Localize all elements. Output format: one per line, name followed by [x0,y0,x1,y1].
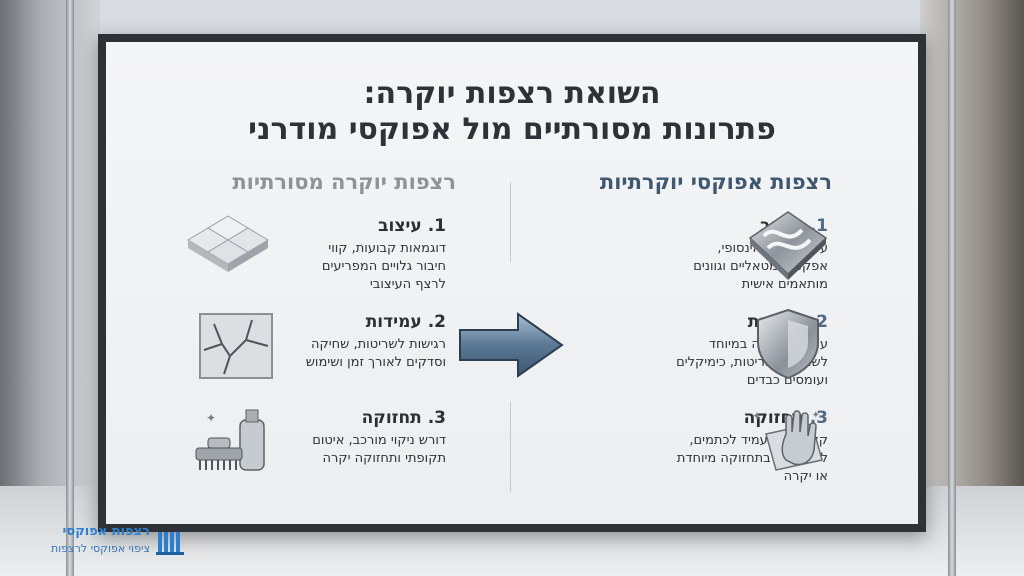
title-line-1: השואת רצפות יוקרה: [363,76,661,111]
item-description: רגישות לשריטות, שחיקה וסדקים לאורך זמן ו… [305,337,446,370]
item-title: עמידות [365,312,422,332]
board-stand-right [948,0,956,576]
item-number: 3. [809,408,828,428]
comparison-arrow-icon [459,312,564,378]
shield-icon [757,308,819,380]
background-left-wall [0,0,100,576]
logo-name: רצפות אפוקסי [62,524,150,539]
column-divider-bottom [510,402,511,492]
svg-text:✦: ✦ [206,411,216,425]
item-number: 2. [427,312,446,332]
title-line-2: פתרונות מסורתיים מול אפוקסי מודרני [248,112,776,147]
cleaning-supplies-icon: ✦ [195,409,265,471]
cleaning-glove-icon: ✦ ✦ [752,409,823,471]
marble-swirl-tile-icon [748,211,828,280]
item-description: דורש ניקוי מורכב, איטום תקופתי ותחזוקה י… [312,433,446,466]
marble-tiles-icon [187,215,269,272]
item-number: 3. [427,408,446,428]
board-stand-left [66,0,74,576]
item-description: דוגמאות קבועות, קווי חיבור גלויים המפריע… [321,241,446,292]
item-title: עיצוב [378,216,422,236]
traditional-item-maintenance: 3. תחזוקה דורש ניקוי מורכב, איטום תקופתי… [216,408,446,468]
epoxy-column-heading: רצפות אפוקסי יוקרתיות [599,170,832,194]
traditional-item-durability: 2. עמידות רגישות לשריטות, שחיקה וסדקים ל… [216,312,446,372]
cracked-tile-icon [199,313,273,379]
logo-mark-icon [156,532,184,555]
page-title: השואת רצפות יוקרה: פתרונות מסורתיים מול … [106,76,918,148]
display-board: השואת רצפות יוקרה: פתרונות מסורתיים מול … [98,34,926,532]
svg-text:✦: ✦ [752,409,762,423]
item-number: 1. [427,216,446,236]
traditional-column-heading: רצפות יוקרה מסורתיות [232,170,456,194]
brand-logo: רצפות אפוקסי ציפוי אפוקסי לרצפות [16,524,186,564]
column-divider-top [510,182,511,262]
background-right-wall [920,0,1024,576]
board-surface: השואת רצפות יוקרה: פתרונות מסורתיים מול … [106,42,918,524]
item-number: 1. [809,216,828,236]
traditional-item-design: 1. עיצוב דוגמאות קבועות, קווי חיבור גלוי… [216,216,446,294]
item-title: תחזוקה [361,408,422,428]
svg-text:✦: ✦ [812,410,820,421]
logo-tagline: ציפוי אפוקסי לרצפות [50,542,150,555]
